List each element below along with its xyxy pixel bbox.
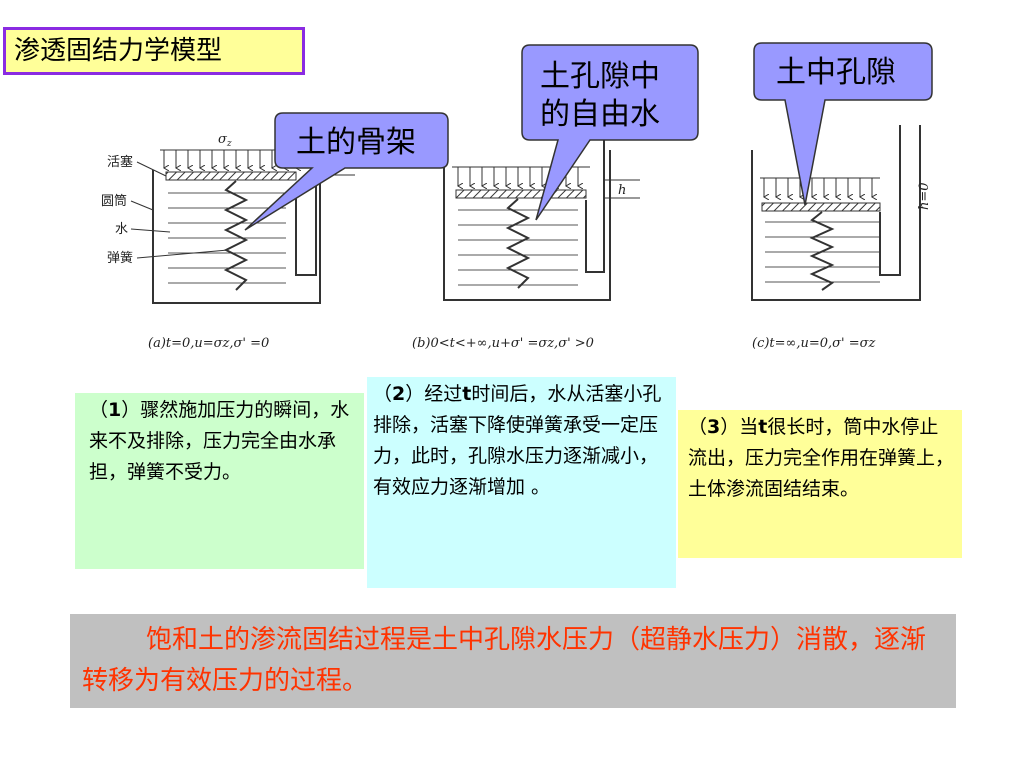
water-c — [765, 221, 880, 283]
figure-b: h (b)0<t<+∞,u+σ' =σz,σ' >0 — [412, 135, 640, 351]
spring-c — [809, 211, 835, 291]
label-spring: 弹簧 — [107, 250, 133, 266]
piston-c — [761, 202, 881, 212]
caption-a: (a)t=0,u=σz,σ' =0 — [148, 336, 269, 351]
water-b — [458, 209, 578, 286]
callout-skeleton: 土的骨架 — [244, 112, 449, 231]
consolidation-model-diagram: σz — [101, 42, 933, 351]
cylinder-b — [443, 150, 611, 301]
sigma-label: σz — [218, 132, 232, 149]
label-h: h — [618, 183, 626, 198]
callout-pore: 土中孔隙 — [753, 42, 933, 206]
slide-title: 渗透固结力学模型 — [3, 27, 305, 75]
conclusion-text: 饱和土的渗流固结过程是土中孔隙水压力（超静水压力）消散，逐渐转移为有效压力的过程… — [70, 614, 956, 708]
description-stage-2: （2）经过t时间后，水从活塞小孔排除，活塞下降使弹簧承受一定压力，此时，孔隙水压… — [367, 377, 676, 588]
cylinder-a — [152, 170, 321, 304]
piston-a — [165, 171, 297, 181]
label-cylinder: 圆筒 — [101, 193, 127, 209]
caption-b: (b)0<t<+∞,u+σ' =σz,σ' >0 — [412, 336, 594, 351]
figure-a: σz — [101, 130, 355, 351]
label-leaders — [130, 161, 229, 259]
svg-text:土孔隙中: 土孔隙中 — [540, 59, 660, 94]
callout-free-water: 土孔隙中 的自由水 — [521, 44, 699, 221]
svg-text:土中孔隙: 土中孔隙 — [776, 55, 896, 90]
piston-b — [455, 189, 587, 199]
label-piston: 活塞 — [107, 154, 133, 170]
figure-c: h=0 (c)t=∞,u=0,σ' =σz — [751, 125, 932, 351]
description-stage-1: （1）骤然施加压力的瞬间，水来不及排除，压力完全由水承担，弹簧不受力。 — [75, 393, 364, 569]
label-water: 水 — [115, 222, 128, 237]
description-stage-3: （3）当t很长时，筒中水停止流出，压力完全作用在弹簧上，土体渗流固结结束。 — [678, 410, 962, 558]
caption-c: (c)t=∞,u=0,σ' =σz — [752, 336, 876, 351]
spring-a — [223, 180, 249, 291]
cylinder-c — [751, 125, 921, 301]
water-a — [168, 192, 286, 284]
spring-b — [505, 198, 531, 289]
standpipe-b — [585, 135, 605, 273]
svg-text:土的骨架: 土的骨架 — [296, 125, 416, 160]
load-arrows-c — [760, 177, 880, 197]
standpipe-c — [879, 125, 901, 276]
label-h0: h=0 — [917, 182, 932, 210]
standpipe-a — [295, 130, 317, 276]
svg-text:的自由水: 的自由水 — [540, 97, 660, 132]
